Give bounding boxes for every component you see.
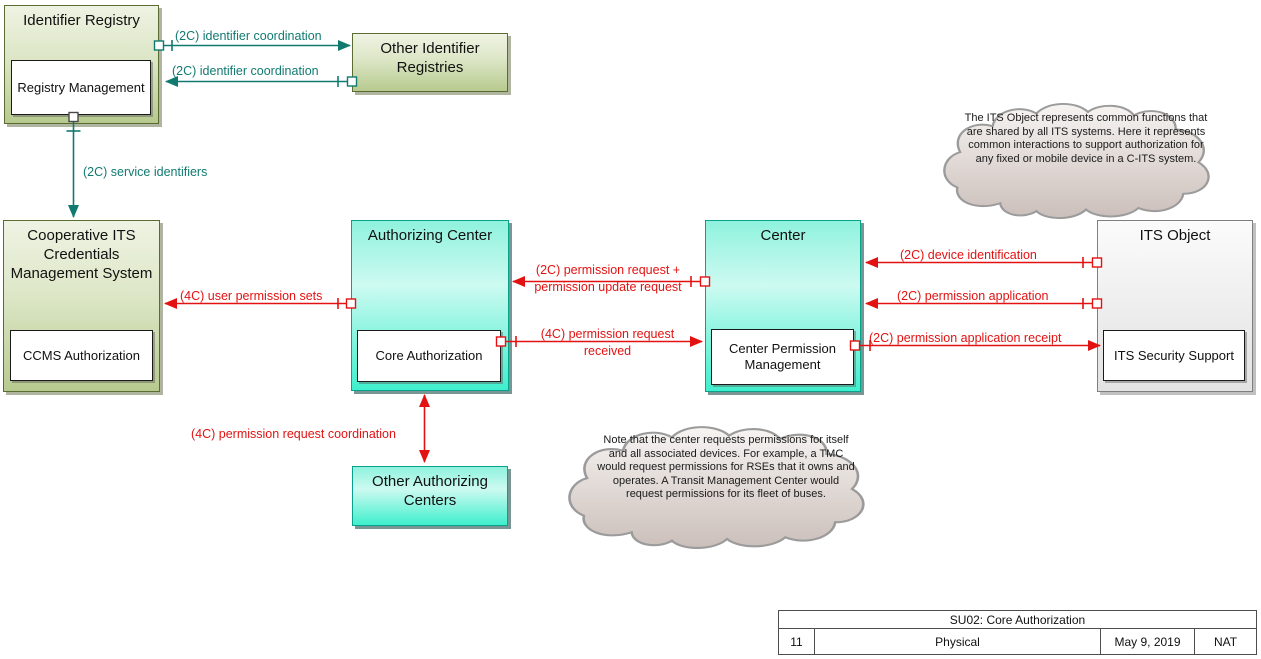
flow-label-permission-application: (2C) permission application: [897, 289, 1049, 303]
subbox-ccms-authorization: CCMS Authorization: [10, 330, 153, 381]
subbox-core-authorization: Core Authorization: [357, 330, 501, 382]
flow-label-identifier-coordination-in: (2C) identifier coordination: [172, 64, 319, 78]
note-its-object: The ITS Object represents common functio…: [964, 112, 1208, 165]
box-other-identifier-registries: Other Identifier Registries: [352, 33, 508, 92]
box-title: ITS Object: [1139, 227, 1211, 244]
flow-label-permission-request-coordination: (4C) permission request coordination: [191, 427, 396, 441]
title-block-view: Physical: [815, 629, 1101, 654]
box-other-authorizing-centers: Other Authorizing Centers: [352, 466, 508, 526]
flow-label-permission-request-received: (4C) permission request received: [540, 327, 675, 358]
flow-label-service-identifiers: (2C) service identifiers: [83, 165, 208, 179]
box-title: Other Authorizing Centers: [372, 473, 488, 509]
flow-label-permission-application-receipt: (2C) permission application receipt: [869, 331, 1062, 345]
flow-label-user-permission-sets: (4C) user permission sets: [180, 289, 323, 303]
subbox-center-permission-management: Center Permission Management: [711, 329, 854, 385]
flow-label-device-identification: (2C) device identification: [900, 248, 1037, 262]
title-block: SU02: Core Authorization 11 Physical May…: [778, 610, 1257, 655]
subbox-its-security-support: ITS Security Support: [1103, 330, 1245, 381]
title-block-title: SU02: Core Authorization: [779, 611, 1256, 629]
title-block-org: NAT: [1213, 634, 1238, 649]
box-title: Identifier Registry: [23, 12, 140, 29]
note-center: Note that the center requests permission…: [597, 434, 855, 500]
title-block-number: 11: [779, 629, 815, 654]
arrow-service-identifiers: [66, 122, 81, 218]
flow-label-permission-request-update: (2C) permission request + permission upd…: [534, 263, 682, 294]
subbox-registry-management: Registry Management: [11, 60, 151, 115]
box-title: Other Identifier Registries: [380, 40, 480, 76]
box-title: Center: [760, 227, 806, 244]
box-title: Cooperative ITS Credentials Management S…: [10, 227, 153, 282]
box-title: Authorizing Center: [367, 227, 493, 244]
title-block-date: May 9, 2019: [1101, 629, 1195, 654]
flow-label-identifier-coordination-out: (2C) identifier coordination: [175, 29, 322, 43]
